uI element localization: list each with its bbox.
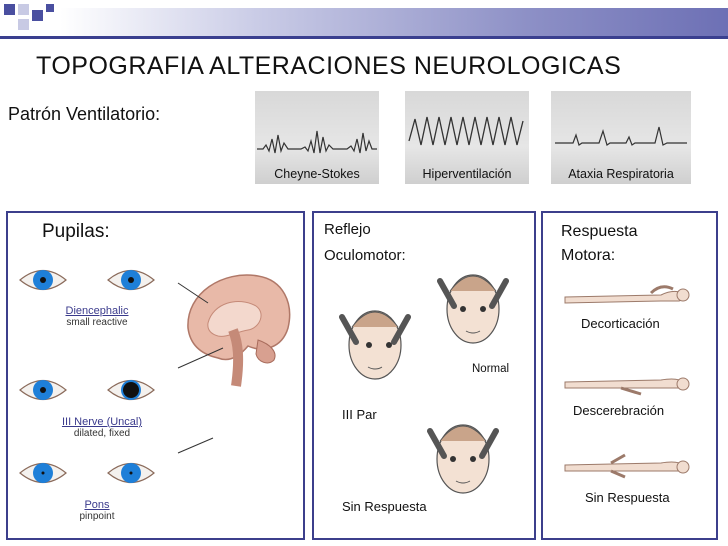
third-nerve-label: III Par xyxy=(342,407,377,422)
eye-icon xyxy=(19,269,67,291)
pattern-label: Cheyne-Stokes xyxy=(274,167,360,181)
pupil-caption: III Nerve (Uncal) dilated, fixed xyxy=(52,416,152,439)
pupil-level-name: III Nerve (Uncal) xyxy=(61,416,143,428)
page-title: TOPOGRAFIA ALTERACIONES NEUROLOGICAS xyxy=(36,52,622,80)
oculomotor-title-line2: Oculomotor: xyxy=(324,247,406,264)
eye-icon xyxy=(107,462,155,484)
head-illustration xyxy=(437,274,509,344)
pattern-label: Hiperventilación xyxy=(422,167,512,181)
normal-label: Normal xyxy=(472,363,510,375)
eye-icon xyxy=(107,379,155,401)
pupil-level-desc: pinpoint xyxy=(79,511,115,522)
pupils-title: Pupilas: xyxy=(42,221,110,242)
hyperventilation-tracing: Hiperventilación xyxy=(405,91,529,184)
corner-square xyxy=(46,4,54,12)
corner-square xyxy=(18,4,29,15)
flaccid-label: Sin Respuesta xyxy=(585,490,670,505)
pupil-level-name: Diencephalic xyxy=(65,305,129,317)
decerebrate-label: Descerebración xyxy=(573,403,665,418)
cheyne-stokes-wave xyxy=(257,130,377,154)
hyperventilation-wave xyxy=(408,116,524,146)
header-rule xyxy=(0,36,728,39)
brain-illustration xyxy=(187,274,291,387)
pupil-caption: Pons pinpoint xyxy=(52,499,142,522)
header-gradient-bar xyxy=(60,8,728,36)
ventilatory-label: Patrón Ventilatorio: xyxy=(8,104,161,124)
pupil-caption: Diencephalic small reactive xyxy=(52,305,142,328)
motor-panel: Respuesta Motora: Decorticación Descereb… xyxy=(541,211,718,540)
motor-title-line2: Motora: xyxy=(561,247,616,264)
ataxic-wave xyxy=(555,126,687,146)
oculomotor-title-line1: Reflejo xyxy=(324,221,371,238)
pupils-panel: Pupilas: Diencephalic small reactive III… xyxy=(6,211,305,540)
eye-icon xyxy=(107,269,155,291)
pupil-level-desc: dilated, fixed xyxy=(73,428,131,439)
corner-square xyxy=(18,19,29,30)
decorticate-label: Decorticación xyxy=(581,316,660,331)
pointer-lines xyxy=(177,282,224,454)
eye-icon xyxy=(19,379,67,401)
cheyne-stokes-tracing: Cheyne-Stokes xyxy=(255,91,379,184)
corner-square xyxy=(4,4,15,15)
oculomotor-panel: Reflejo Oculomotor: Normal III Par Sin R… xyxy=(312,211,536,540)
ataxic-tracing: Ataxia Respiratoria xyxy=(551,91,691,184)
no-response-label: Sin Respuesta xyxy=(342,499,427,514)
pattern-label: Ataxia Respiratoria xyxy=(568,167,674,181)
head-illustration xyxy=(339,310,411,380)
pupil-level-name: Pons xyxy=(84,499,110,511)
head-illustration xyxy=(427,424,499,494)
eye-icon xyxy=(19,462,67,484)
flaccid-body-illustration xyxy=(564,453,690,479)
decerebrate-body-illustration xyxy=(564,377,690,396)
decorticate-body-illustration xyxy=(564,285,690,304)
motor-title-line1: Respuesta xyxy=(561,223,638,240)
pupil-level-desc: small reactive xyxy=(66,317,128,328)
corner-square xyxy=(32,10,43,21)
